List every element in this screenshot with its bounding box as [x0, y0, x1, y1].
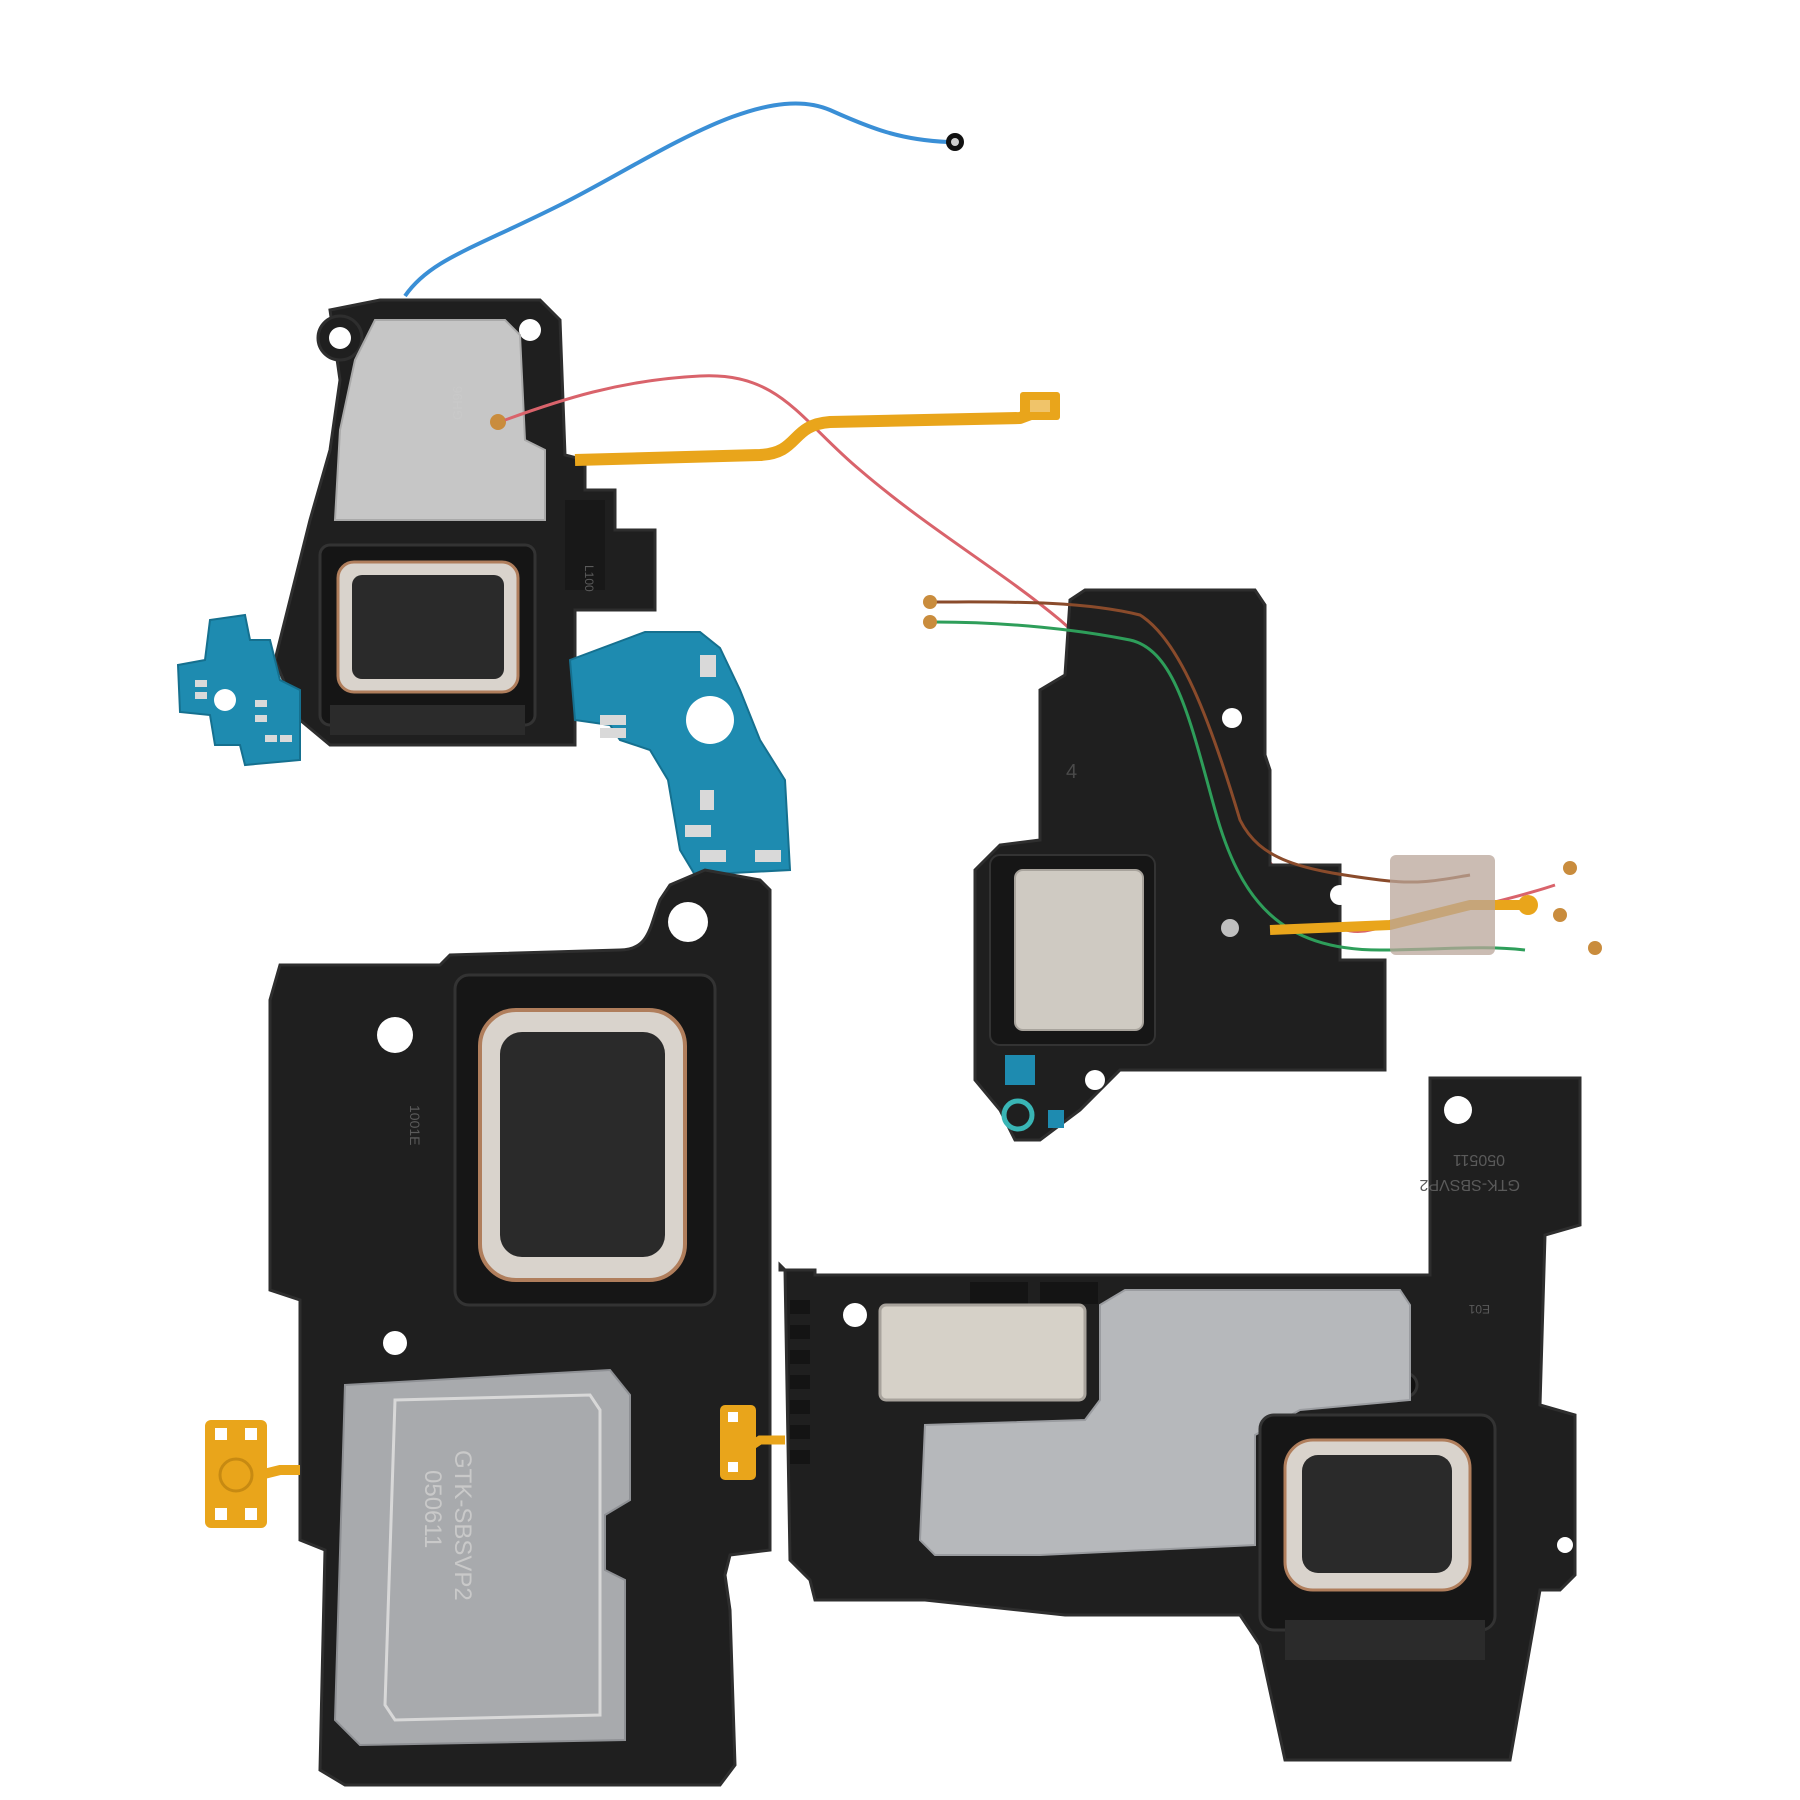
bottom-left-mount-hole-left — [383, 1331, 407, 1355]
center-right-speaker-plate — [1014, 869, 1144, 1031]
bottom-left-antenna-pcb — [568, 631, 792, 877]
bottom-right-vent-slots — [790, 1282, 1098, 1464]
bottom-right-speaker-module: GTK-SBSVP2 050511 E01 — [720, 1076, 1582, 1762]
bottom-right-speaker-membrane — [1302, 1455, 1452, 1573]
top-left-antenna-pcb — [176, 613, 301, 767]
center-right-flex-connector-1 — [1563, 861, 1577, 875]
bottom-right-metal-shield — [918, 1289, 1411, 1556]
bottom-right-metal-block — [878, 1303, 1087, 1402]
bottom-left-mount-hole-mid — [377, 1017, 413, 1053]
top-left-flex-connector — [1020, 392, 1060, 420]
bottom-right-mount-hole-top — [1444, 1096, 1472, 1124]
bottom-right-marking-line1: GTK-SBSVP2 — [1419, 1176, 1520, 1193]
bottom-right-flex-connector — [720, 1405, 756, 1480]
top-left-metal-shield — [333, 319, 546, 521]
center-right-flex-connector-2 — [1553, 908, 1567, 922]
bottom-right-marking-line2: 050511 — [1453, 1151, 1505, 1168]
brown-cable-connector — [923, 595, 937, 609]
center-right-mount-hole — [1222, 708, 1242, 728]
bottom-left-flex-connector — [205, 1420, 267, 1528]
top-left-shield-marking: GH96 — [450, 386, 465, 420]
center-right-small-pcb — [1005, 1055, 1035, 1085]
bottom-left-shield-marking-line1: GTK-SBSVP2 — [449, 1450, 476, 1601]
top-left-speaker-module: GH96 L100 — [176, 101, 1556, 933]
bottom-left-speaker-module: 1001E GTK-SBSVP2 050611 — [205, 631, 792, 1787]
center-right-flex-connector-3 — [1588, 941, 1602, 955]
bottom-left-mount-hole-top — [668, 902, 708, 942]
mount-hole-top-right — [519, 319, 541, 341]
top-left-side-marking: L100 — [582, 565, 596, 592]
center-right-marking: 4 — [1066, 761, 1077, 783]
bottom-left-side-marking: 1001E — [407, 1105, 423, 1145]
red-cable-connector — [490, 414, 506, 430]
center-right-tape — [1390, 855, 1495, 955]
bottom-left-metal-shield — [333, 1368, 631, 1747]
bottom-right-side-marking: E01 — [1468, 1302, 1490, 1316]
bottom-right-mount-hole-left — [843, 1303, 867, 1327]
top-left-flex-cable — [574, 399, 1058, 466]
center-right-brown-cable — [934, 600, 1471, 884]
blue-antenna-cable — [403, 101, 949, 298]
green-cable-connector — [923, 615, 937, 629]
bottom-right-mount-hole-right — [1557, 1537, 1573, 1553]
bottom-left-speaker-membrane — [500, 1032, 665, 1257]
center-right-speaker-module: 4 — [923, 588, 1602, 1142]
center-right-ring — [1001, 1098, 1035, 1132]
bottom-left-shield-marking-line2: 050611 — [419, 1470, 446, 1548]
top-left-speaker-membrane — [352, 575, 504, 679]
